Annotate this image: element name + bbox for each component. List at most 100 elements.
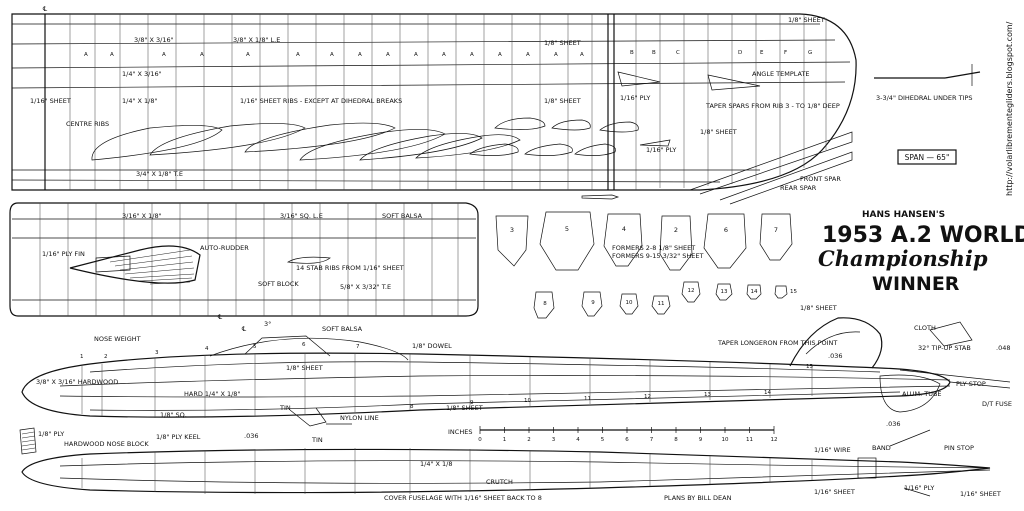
rib-letter: A bbox=[162, 52, 166, 58]
rib-letter: A bbox=[110, 52, 114, 58]
label-ply-116: 1/16" PLY bbox=[904, 484, 934, 492]
label-angle-template: ANGLE TEMPLATE bbox=[752, 70, 810, 78]
scale-tick: 0 bbox=[478, 437, 482, 443]
label-036-b: .036 bbox=[828, 352, 842, 360]
label-nose-weight: NOSE WEIGHT bbox=[94, 335, 141, 343]
fuselage-top-view: 1/8" PLY HARDWOOD NOSE BLOCK 1/4" X 1/8 … bbox=[19, 427, 1001, 502]
scale-bar: INCHES 0 1 2 3 4 5 6 7 8 9 10 11 12 bbox=[448, 426, 778, 443]
label-plans-by: PLANS BY BILL DEAN bbox=[664, 494, 732, 502]
rib-letter: A bbox=[498, 52, 502, 58]
label-ply-stop: PLY STOP bbox=[956, 380, 986, 388]
label-taper-spars: TAPER SPARS FROM RIB 3 - TO 1/8" DEEP bbox=[705, 102, 840, 110]
former-label: 12 bbox=[688, 288, 695, 294]
label-stab-soft-balsa: SOFT BALSA bbox=[382, 212, 423, 220]
scale-tick: 9 bbox=[699, 437, 703, 443]
label-le-strip: 3/8" X 1/8" L.E bbox=[233, 36, 280, 44]
label-tin-2: TIN bbox=[311, 436, 323, 444]
wing-rib-letters: A A A A A A A A A A A A A A A A B B C D … bbox=[84, 50, 812, 58]
rib-letter: A bbox=[554, 52, 558, 58]
rib-letter: B bbox=[630, 50, 634, 56]
fuselage-stations: 1 2 3 4 5 6 7 8 9 10 11 12 13 14 15 bbox=[80, 342, 813, 410]
label-hard: HARD 1/4" X 1/8" bbox=[184, 390, 240, 398]
scale-tick: 2 bbox=[527, 437, 531, 443]
station-label: 11 bbox=[584, 396, 591, 402]
scale-tick: 6 bbox=[625, 437, 629, 443]
rib-letter: A bbox=[442, 52, 446, 58]
station-label: 2 bbox=[104, 354, 108, 360]
former-label: 4 bbox=[622, 225, 626, 233]
label-fin-ply: 1/16" PLY FIN bbox=[42, 250, 85, 258]
station-label: 14 bbox=[764, 390, 771, 396]
label-crutch: CRUTCH bbox=[486, 478, 513, 486]
label-te: 3/4" X 1/8" T.E bbox=[136, 170, 183, 178]
title-championship: Championship bbox=[818, 246, 988, 271]
rib-letter: A bbox=[84, 52, 88, 58]
label-sheet-18: 1/8" SHEET bbox=[286, 364, 323, 372]
rib-letter: A bbox=[526, 52, 530, 58]
former-label: 13 bbox=[721, 289, 728, 295]
label-tin: TIN bbox=[279, 404, 291, 412]
rib-letter: A bbox=[386, 52, 390, 58]
span-box: SPAN — 65" bbox=[897, 149, 957, 165]
station-label: 7 bbox=[356, 344, 360, 350]
label-front-spar: FRONT SPAR bbox=[800, 175, 841, 183]
station-label: 12 bbox=[644, 394, 651, 400]
label-fin-sheet: 1/8" SHEET bbox=[800, 304, 837, 312]
rib-letter: A bbox=[200, 52, 204, 58]
rib-letter: A bbox=[296, 52, 300, 58]
label-dowel: 1/8" DOWEL bbox=[412, 342, 452, 350]
rib-letter: A bbox=[414, 52, 418, 58]
former-label: 9 bbox=[591, 300, 595, 306]
label-taper-longeron: TAPER LONGERON FROM THIS POINT bbox=[717, 339, 837, 347]
svg-text:℄: ℄ bbox=[242, 325, 247, 333]
rib-letter: A bbox=[330, 52, 334, 58]
scale-tick: 10 bbox=[722, 437, 729, 443]
label-hardwood: 3/8" X 3/16" HARDWOOD bbox=[36, 378, 118, 386]
label-sheet-18-mid: 1/8" SHEET bbox=[544, 97, 581, 105]
station-label: 15 bbox=[806, 364, 813, 370]
label-sheet-116-b: 1/16" SHEET bbox=[960, 490, 1001, 498]
scale-tick: 11 bbox=[746, 437, 753, 443]
label-cover: COVER FUSELAGE WITH 1/16" SHEET BACK TO … bbox=[384, 494, 542, 502]
former-label: 5 bbox=[565, 225, 569, 233]
label-spar-316: 3/8" X 3/16" bbox=[134, 36, 174, 44]
label-ribs-note: 1/16" SHEET RIBS - EXCEPT AT DIHEDRAL BR… bbox=[240, 97, 402, 105]
title-block: HANS HANSEN'S 1953 A.2 WORLD Championshi… bbox=[818, 210, 1024, 295]
former-label: 7 bbox=[774, 226, 778, 234]
label-sq-18: 1/8" SQ. bbox=[160, 411, 187, 419]
title-year: 1953 A.2 WORLD bbox=[822, 223, 1024, 248]
label-14-18: 1/4" X 1/8 bbox=[420, 460, 453, 468]
station-label: 9 bbox=[470, 400, 474, 406]
former-label: 14 bbox=[751, 289, 758, 295]
label-sheet-18-b: 1/8" SHEET bbox=[446, 404, 483, 412]
label-three-deg: 3° bbox=[264, 320, 271, 328]
rib-letter: F bbox=[784, 50, 787, 56]
former-label: 10 bbox=[626, 300, 633, 306]
title-winner: WINNER bbox=[872, 273, 960, 295]
label-dihedral: 3-3/4" DIHEDRAL UNDER TIPS bbox=[876, 94, 973, 102]
station-label: 3 bbox=[155, 350, 159, 356]
label-rear-spar: REAR SPAR bbox=[780, 184, 817, 192]
scale-tick: 12 bbox=[771, 437, 778, 443]
label-ply-18: 1/8" PLY bbox=[38, 430, 64, 438]
scale-label: INCHES bbox=[448, 428, 472, 436]
label-spar-14-316: 1/4" X 3/16" bbox=[122, 70, 162, 78]
former-label: 11 bbox=[658, 301, 665, 307]
label-band: BAND bbox=[872, 444, 891, 452]
label-centre-ribs: CENTRE RIBS bbox=[66, 120, 109, 128]
label-stab-sq-le: 3/16" SQ. L.E bbox=[280, 212, 323, 220]
former-label: 2 bbox=[674, 226, 678, 234]
rib-letter: E bbox=[760, 50, 764, 56]
rib-letter: D bbox=[738, 50, 742, 56]
rib-letter: A bbox=[358, 52, 362, 58]
station-label: 8 bbox=[410, 404, 414, 410]
label-nose-block: HARDWOOD NOSE BLOCK bbox=[64, 440, 149, 448]
label-dt-fuse: D/T FUSE bbox=[982, 400, 1012, 408]
span-value: SPAN — 65" bbox=[905, 153, 950, 162]
scale-tick: 1 bbox=[503, 437, 507, 443]
svg-text:℄: ℄ bbox=[43, 5, 48, 13]
label-stab-le: 3/16" X 1/8" bbox=[122, 212, 162, 220]
rib-letter: A bbox=[580, 52, 584, 58]
